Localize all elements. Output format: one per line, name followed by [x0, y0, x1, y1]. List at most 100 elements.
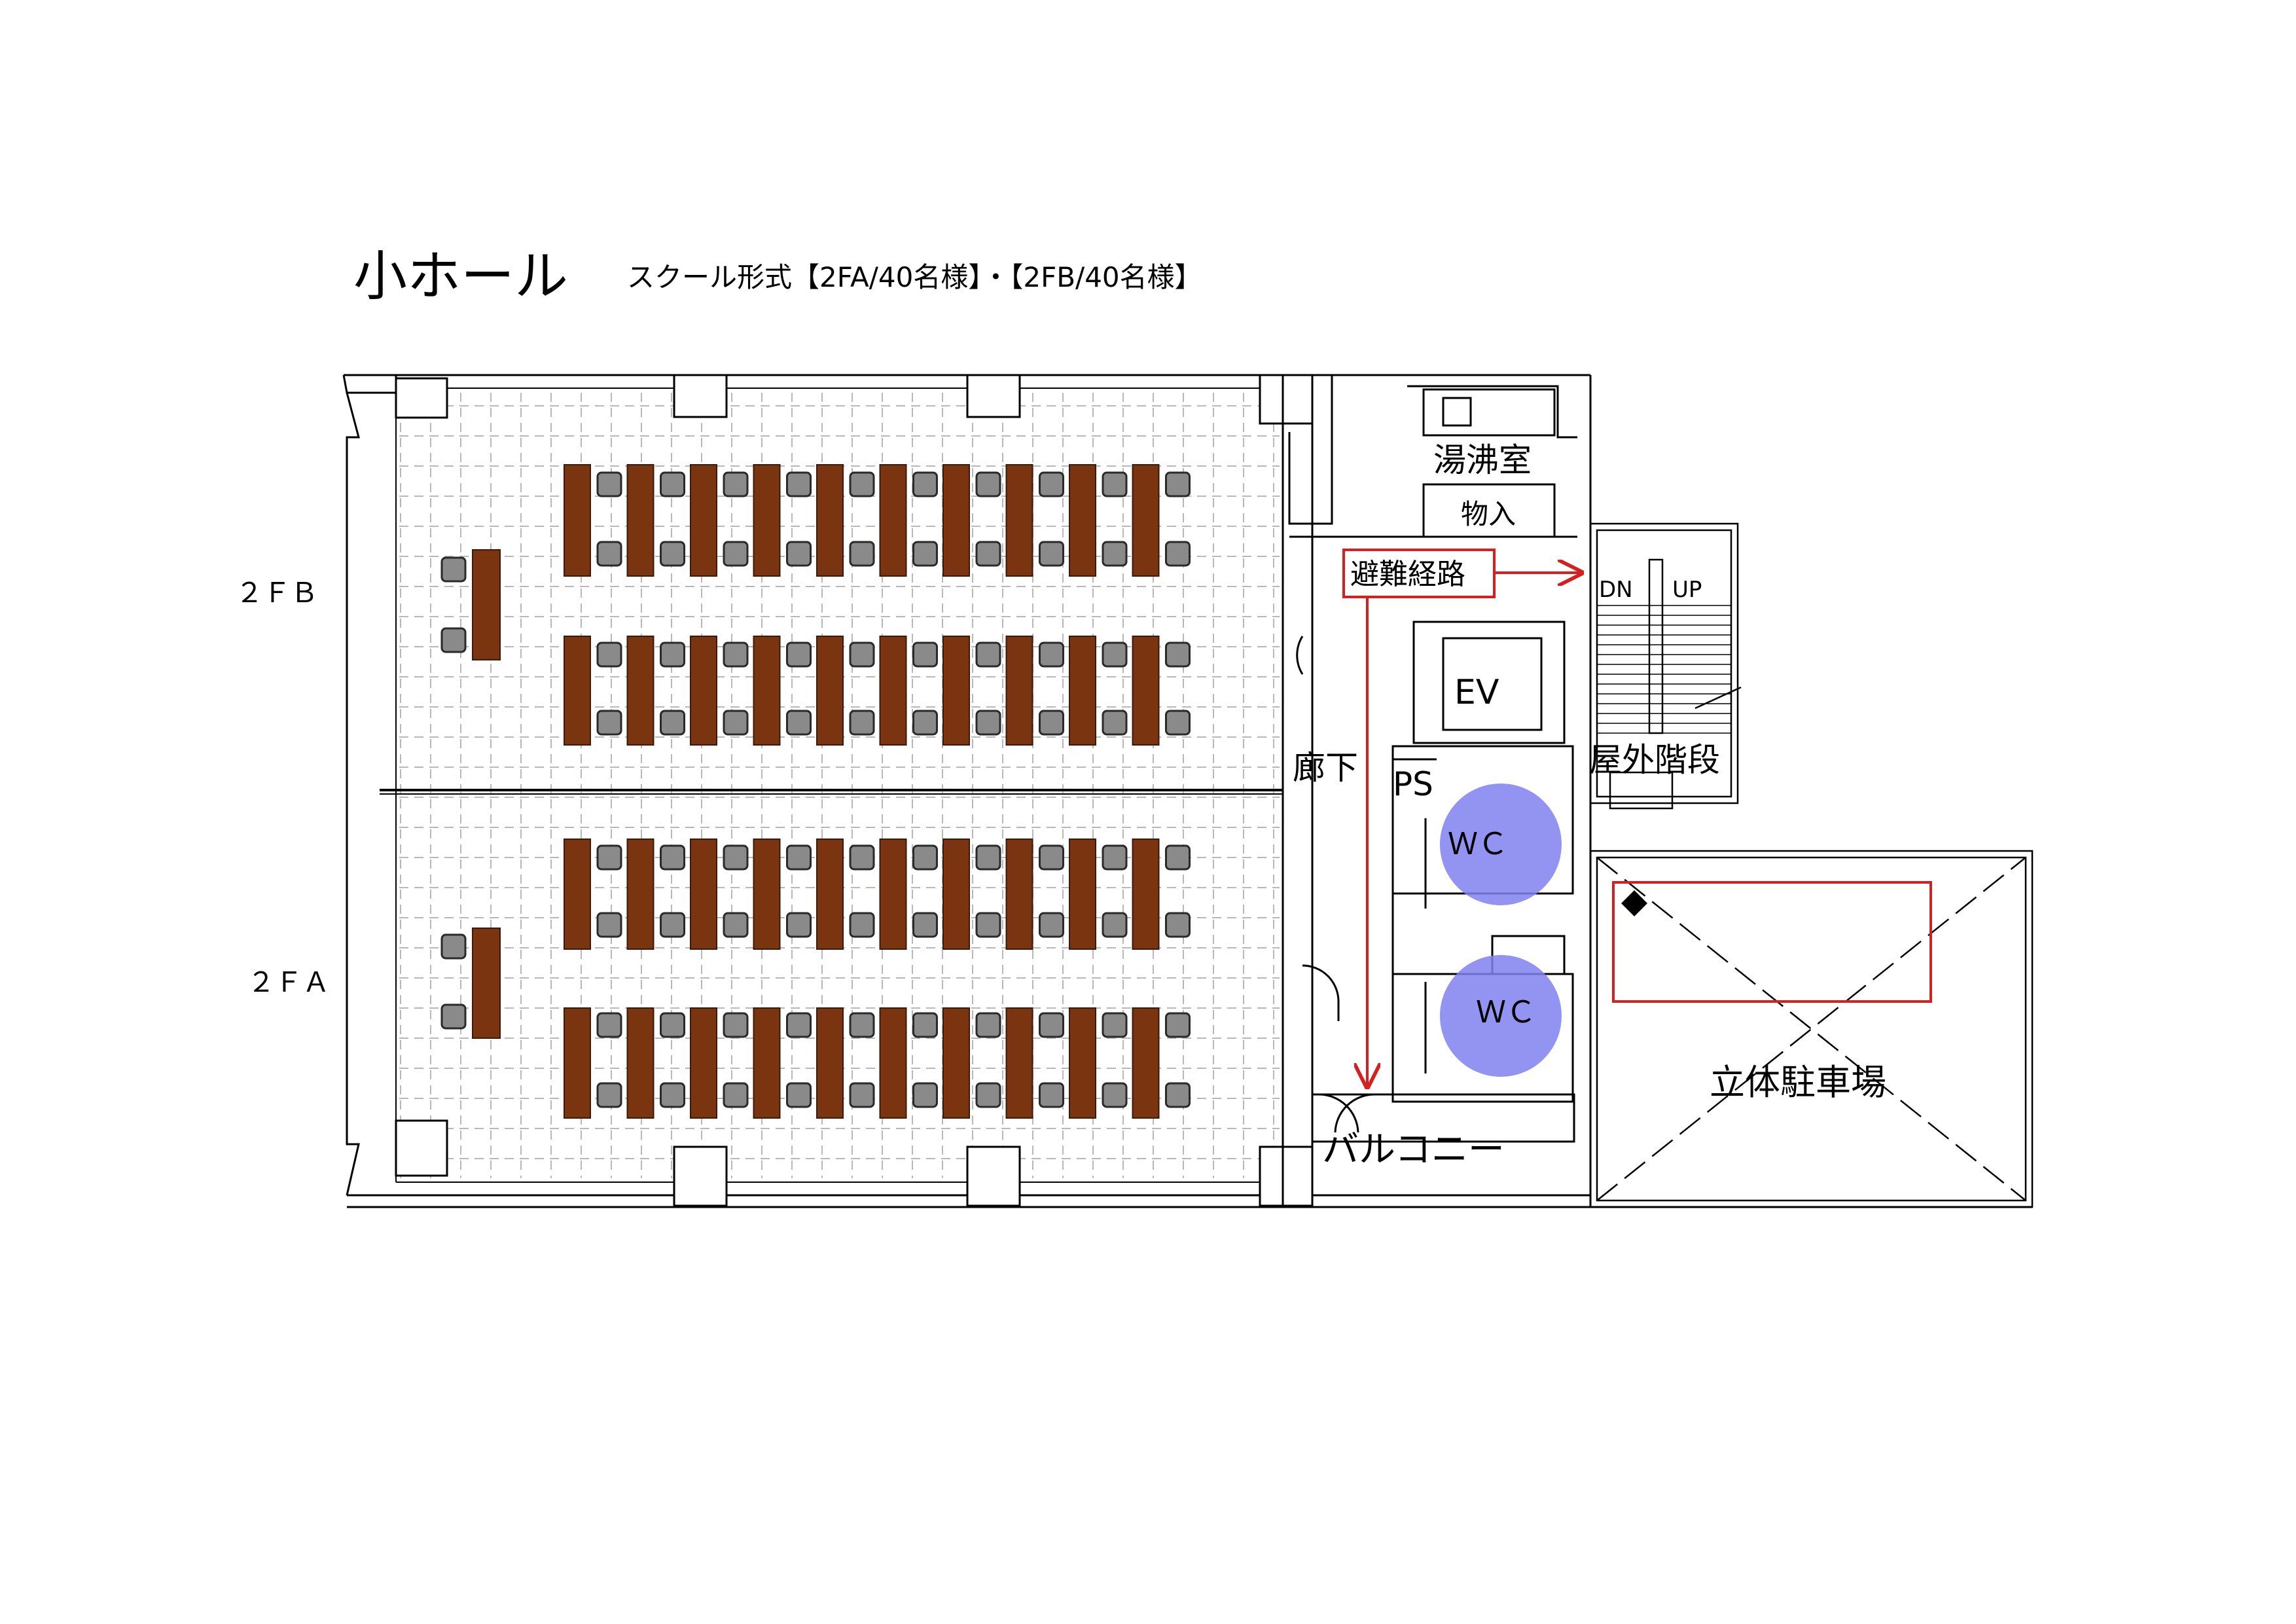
chair	[596, 1082, 622, 1108]
chair	[786, 541, 812, 567]
desk	[626, 839, 655, 950]
desk	[816, 839, 844, 950]
chair	[786, 471, 812, 497]
desk	[879, 636, 907, 746]
chair	[975, 1012, 1001, 1038]
desk	[1069, 636, 1096, 746]
chair	[1102, 471, 1128, 497]
desk	[1132, 636, 1160, 746]
desk	[753, 839, 781, 950]
diamond-icon	[1621, 890, 1647, 916]
stairs-up-label: UP	[1672, 577, 1702, 603]
desk	[690, 1007, 717, 1119]
chair	[1039, 541, 1064, 567]
chair	[723, 471, 749, 497]
page-title: 小ホール	[353, 245, 568, 308]
desk	[690, 839, 717, 950]
chair	[912, 1012, 938, 1038]
chair	[596, 912, 622, 938]
chair	[786, 844, 812, 871]
chair	[723, 912, 749, 938]
desk	[879, 464, 907, 577]
chair	[1165, 912, 1191, 938]
chair	[1165, 471, 1191, 497]
chair	[1165, 1012, 1191, 1038]
school-seating	[440, 464, 1191, 1119]
desk	[626, 464, 655, 577]
wc-upper-marker	[1440, 784, 1562, 905]
chair	[660, 710, 685, 736]
chair	[1039, 1082, 1064, 1108]
chair	[849, 844, 875, 871]
desk	[1132, 464, 1160, 577]
chair	[912, 1082, 938, 1108]
page-subtitle: スクール形式【2FA/40名様】・【2FB/40名様】	[627, 261, 1202, 293]
stairs-dn-label: DN	[1599, 577, 1633, 603]
ps-label: PS	[1393, 765, 1433, 803]
wc-upper-label: ＷＣ	[1448, 826, 1508, 861]
chair	[660, 541, 685, 567]
chair	[1165, 710, 1191, 736]
room-label-2fb: ２ＦＢ	[236, 577, 318, 609]
chair	[1102, 641, 1128, 668]
wc-lower-label: ＷＣ	[1476, 994, 1536, 1030]
desk	[1005, 839, 1033, 950]
desk	[942, 464, 970, 577]
chair	[1039, 710, 1064, 736]
chair	[849, 541, 875, 567]
chair	[912, 844, 938, 871]
chair	[912, 541, 938, 567]
evacuation-label: 避難経路	[1350, 558, 1465, 591]
service-core	[1282, 375, 1577, 1207]
chair	[596, 641, 622, 668]
chair	[912, 710, 938, 736]
chair	[1102, 541, 1128, 567]
chair	[786, 1082, 812, 1108]
chair	[849, 1012, 875, 1038]
chair	[723, 844, 749, 871]
desk	[1069, 1007, 1096, 1119]
chair	[975, 541, 1001, 567]
chair	[786, 641, 812, 668]
desk	[564, 636, 591, 746]
balcony-label: バルコニー	[1322, 1128, 1505, 1171]
chair	[849, 1082, 875, 1108]
speaker-chair	[440, 556, 467, 583]
elevator-label: EV	[1454, 673, 1499, 712]
chair	[723, 1082, 749, 1108]
chair	[975, 844, 1001, 871]
evacuation-route	[1342, 549, 1581, 1087]
speaker-desk	[472, 928, 501, 1039]
chair	[1039, 844, 1064, 871]
desk	[690, 636, 717, 746]
chair	[1165, 541, 1191, 567]
chair	[849, 710, 875, 736]
chair	[1102, 1082, 1128, 1108]
chair	[975, 710, 1001, 736]
outdoor-stairs	[1589, 522, 1742, 810]
chair	[912, 912, 938, 938]
desk	[1069, 839, 1096, 950]
stairs-label: 屋外階段	[1589, 741, 1720, 779]
chair	[723, 1012, 749, 1038]
desk	[1132, 1007, 1160, 1119]
wc-lower-marker	[1440, 955, 1562, 1077]
chair	[912, 641, 938, 668]
chair	[975, 1082, 1001, 1108]
chair	[723, 541, 749, 567]
chair	[723, 710, 749, 736]
desk	[564, 1007, 591, 1119]
desk	[626, 1007, 655, 1119]
chair	[660, 912, 685, 938]
desk	[1005, 636, 1033, 746]
chair	[1165, 641, 1191, 668]
kettle-room-label: 湯沸室	[1433, 441, 1532, 479]
chair	[786, 1012, 812, 1038]
chair	[786, 912, 812, 938]
desk	[690, 464, 717, 577]
desk	[816, 464, 844, 577]
corridor-label: 廊下	[1293, 749, 1358, 787]
desk	[816, 1007, 844, 1119]
structural-columns	[395, 374, 1314, 1207]
speaker-chair	[440, 627, 467, 653]
